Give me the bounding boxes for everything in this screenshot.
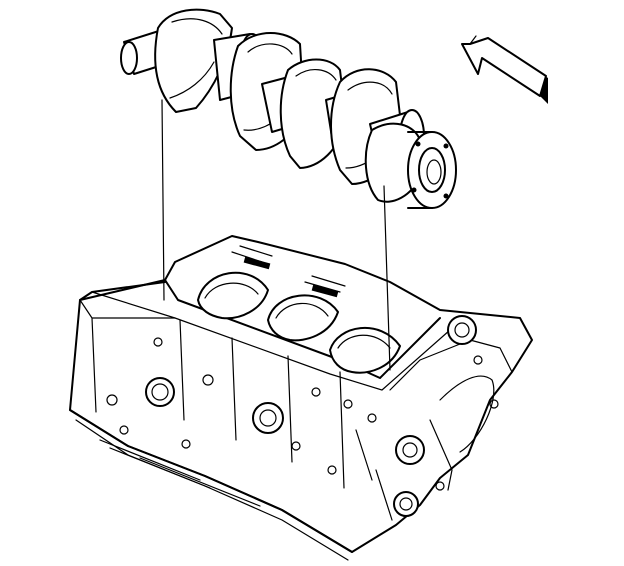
arrow-icon [461, 35, 548, 104]
engine-block-icon [69, 235, 533, 561]
crankshaft-icon [120, 8, 457, 209]
alignment-lines [161, 99, 391, 371]
